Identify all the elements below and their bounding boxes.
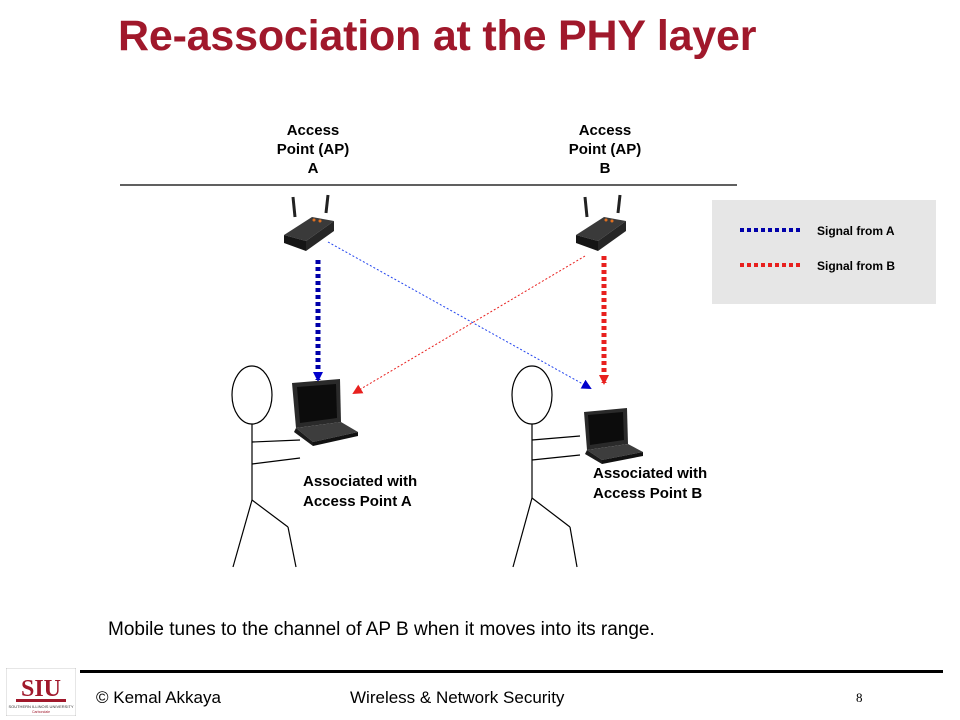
access-point-a-icon (284, 194, 334, 251)
legend: Signal from A Signal from B (712, 200, 936, 304)
ap-a-label-line3: A (307, 160, 319, 177)
siu-logo: SIU SOUTHERN ILLINOIS UNIVERSITY Carbond… (6, 668, 76, 716)
signal-b-to-mobile-a (352, 255, 586, 395)
page-number: 8 (856, 690, 863, 705)
person-b-figure (511, 365, 581, 568)
signal-a-to-mobile-b (327, 241, 592, 389)
mobile-b-label-line2: Access Point B (593, 485, 703, 502)
ap-b-label-line2: Point (AP) (568, 141, 642, 158)
ap-b-label-line3: B (599, 160, 611, 177)
svg-text:SIU: SIU (21, 676, 61, 702)
svg-text:SOUTHERN ILLINOIS UNIVERSITY: SOUTHERN ILLINOIS UNIVERSITY (8, 704, 73, 709)
slide-title: Re-association at the PHY layer (118, 12, 757, 60)
access-point-b-icon (576, 194, 626, 251)
legend-label-signal-b: Signal from B (817, 259, 896, 273)
legend-swatches (740, 228, 800, 267)
mobile-b-label-line1: Associated with (593, 465, 708, 482)
laptop-b-icon (584, 408, 643, 464)
ap-a-label-line2: Point (AP) (276, 141, 350, 158)
footer-course: Wireless & Network Security (350, 688, 565, 707)
mobile-a-label-line2: Access Point A (303, 493, 412, 510)
mobile-a-label: Associated with Access Point A (303, 472, 417, 512)
ap-b-label-line1: Access (578, 122, 632, 139)
mobile-a-label-line1: Associated with (303, 473, 418, 490)
ap-a-label: Access Point (AP) A (233, 121, 393, 178)
ap-b-label: Access Point (AP) B (525, 121, 685, 178)
footer-author: © Kemal Akkaya (96, 688, 221, 707)
person-a-figure (231, 365, 301, 568)
laptop-a-icon (292, 379, 358, 446)
ap-a-label-line1: Access (286, 122, 340, 139)
legend-label-signal-a: Signal from A (817, 224, 895, 238)
svg-text:Carbondale: Carbondale (32, 710, 50, 714)
slide-caption: Mobile tunes to the channel of AP B when… (108, 619, 655, 640)
footer-divider (80, 670, 943, 673)
mobile-b-label: Associated with Access Point B (593, 464, 707, 504)
